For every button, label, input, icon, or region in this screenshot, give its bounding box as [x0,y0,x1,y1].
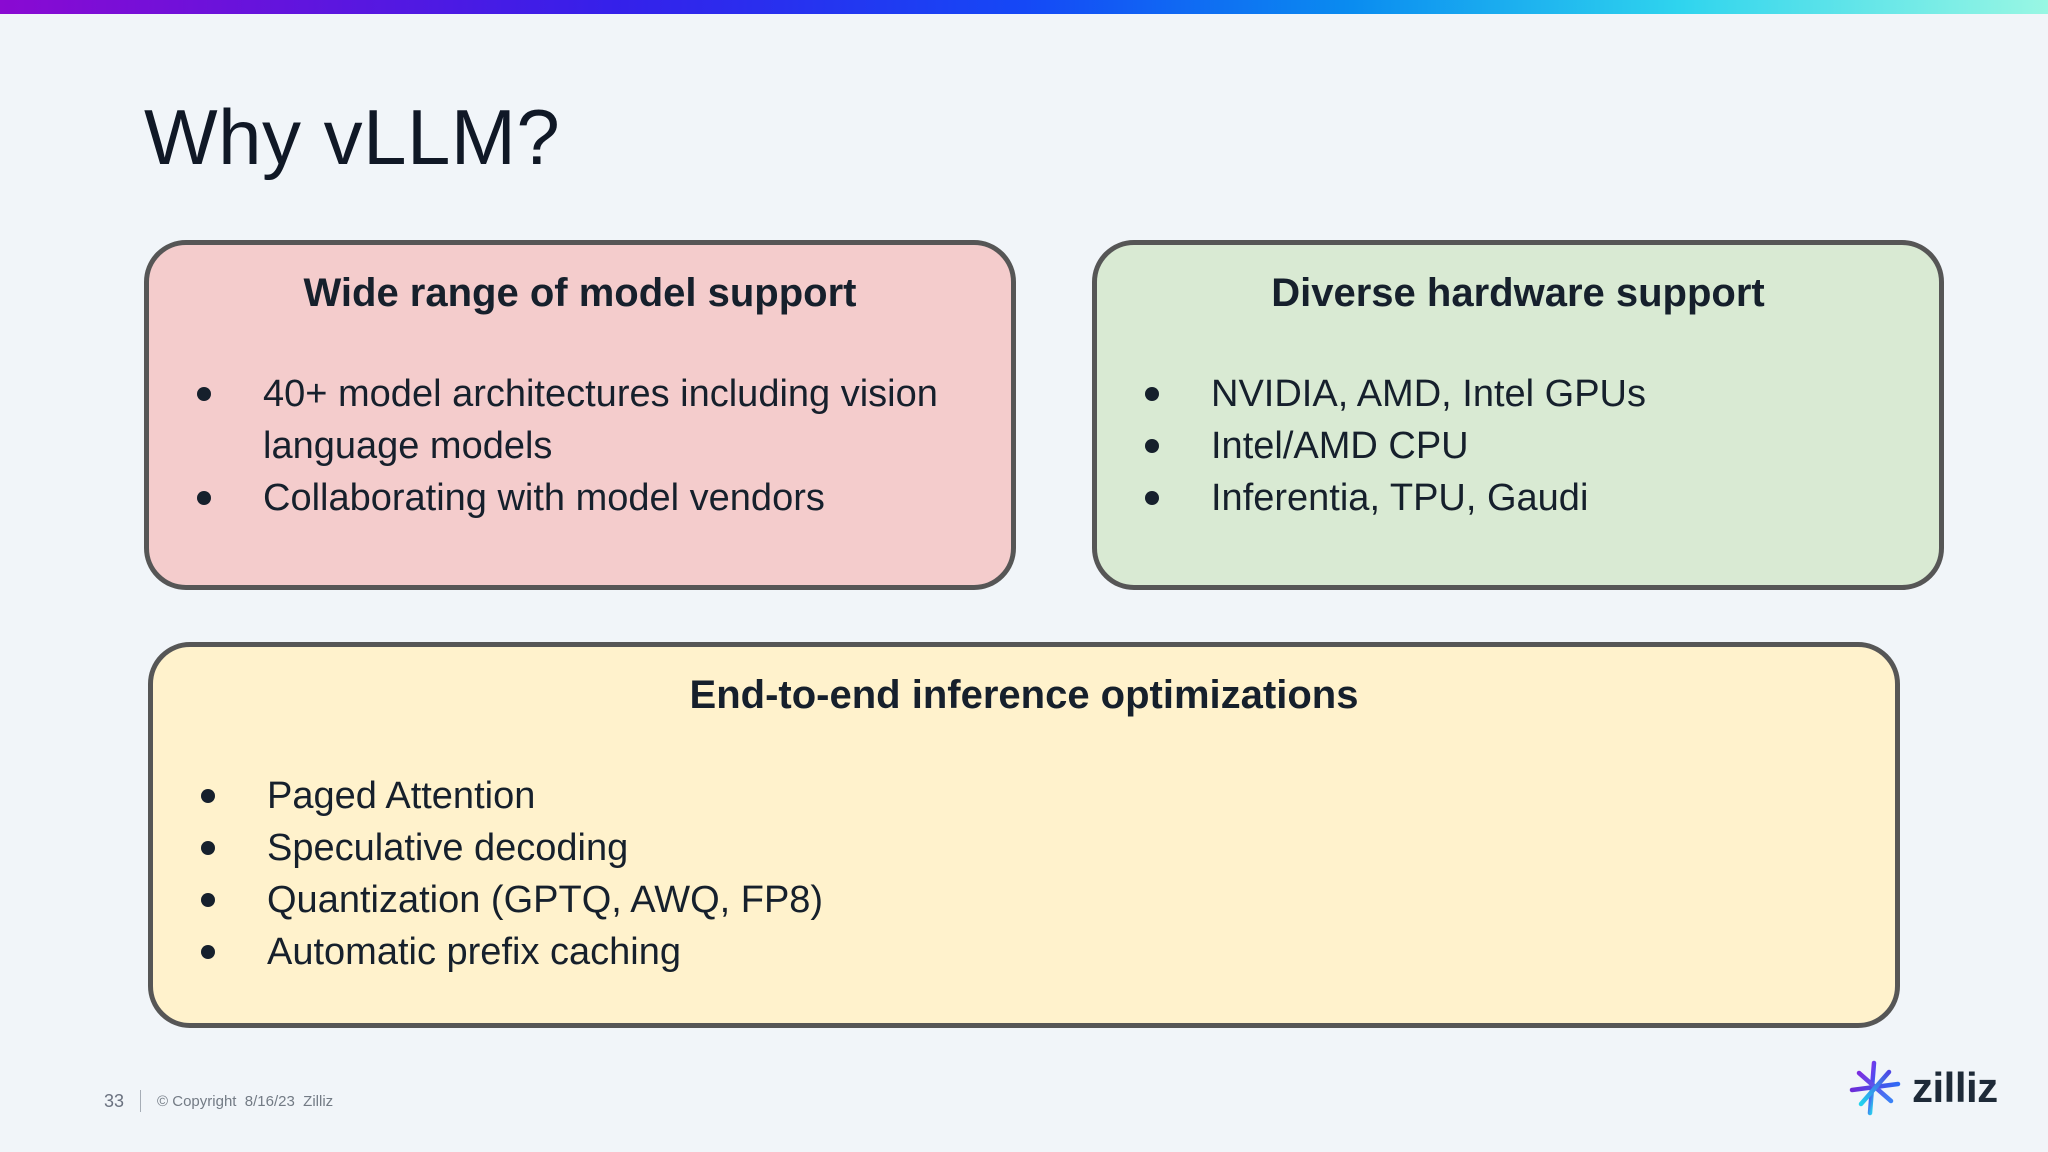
page-title: Why vLLM? [144,93,561,181]
list-item: Intel/AMD CPU [1097,420,1939,472]
card-title: End-to-end inference optimizations [689,673,1359,717]
bullet-icon [201,841,215,855]
page-number: 33 [104,1090,125,1111]
list-item: NVIDIA, AMD, Intel GPUs [1097,368,1939,420]
bullet-text: Inferentia, TPU, Gaudi [1211,477,1589,519]
bullet-list: NVIDIA, AMD, Intel GPUs Intel/AMD CPU In… [1097,368,1939,524]
bullet-icon [197,387,211,401]
zilliz-logo: zilliz [1848,1060,1998,1116]
bullet-list: 40+ model architectures including vision… [149,368,1011,524]
logo-wordmark: zilliz [1912,1064,1998,1111]
bullet-icon [1145,439,1159,453]
bullet-text: Quantization (GPTQ, AWQ, FP8) [267,879,824,921]
bullet-text: Automatic prefix caching [267,931,681,973]
list-item: 40+ model architectures including vision… [149,368,1011,472]
starburst-icon [1849,1060,1901,1116]
list-item: Paged Attention [153,770,1895,822]
card-inference-optimizations: End-to-end inference optimizations Paged… [148,642,1900,1028]
footer: 33 © Copyright 8/16/23 Zilliz [104,1090,333,1112]
list-item: Inferentia, TPU, Gaudi [1097,472,1939,524]
bullet-text: Intel/AMD CPU [1211,425,1469,467]
card-title: Wide range of model support [303,271,857,315]
bullet-icon [197,491,211,505]
bullet-text: NVIDIA, AMD, Intel GPUs [1211,373,1646,415]
top-gradient-bar [0,0,2048,14]
bullet-text: Collaborating with model vendors [263,477,825,519]
bullet-icon [1145,387,1159,401]
bullet-icon [1145,491,1159,505]
card-hardware-support: Diverse hardware support NVIDIA, AMD, In… [1092,240,1944,590]
footer-divider [140,1090,142,1112]
bullet-text: Paged Attention [267,775,536,817]
card-model-support: Wide range of model support 40+ model ar… [144,240,1016,590]
bullet-text: Speculative decoding [267,827,629,869]
list-item: Speculative decoding [153,822,1895,874]
card-title: Diverse hardware support [1271,271,1765,315]
copyright-text: © Copyright 8/16/23 Zilliz [157,1092,334,1110]
bullet-icon [201,893,215,907]
list-item: Quantization (GPTQ, AWQ, FP8) [153,874,1895,926]
bullet-icon [201,945,215,959]
bullet-icon [201,789,215,803]
list-item: Collaborating with model vendors [149,472,1011,524]
bullet-text: 40+ model architectures including vision… [263,373,938,467]
list-item: Automatic prefix caching [153,926,1895,978]
bullet-list: Paged Attention Speculative decoding Qua… [153,770,1895,978]
